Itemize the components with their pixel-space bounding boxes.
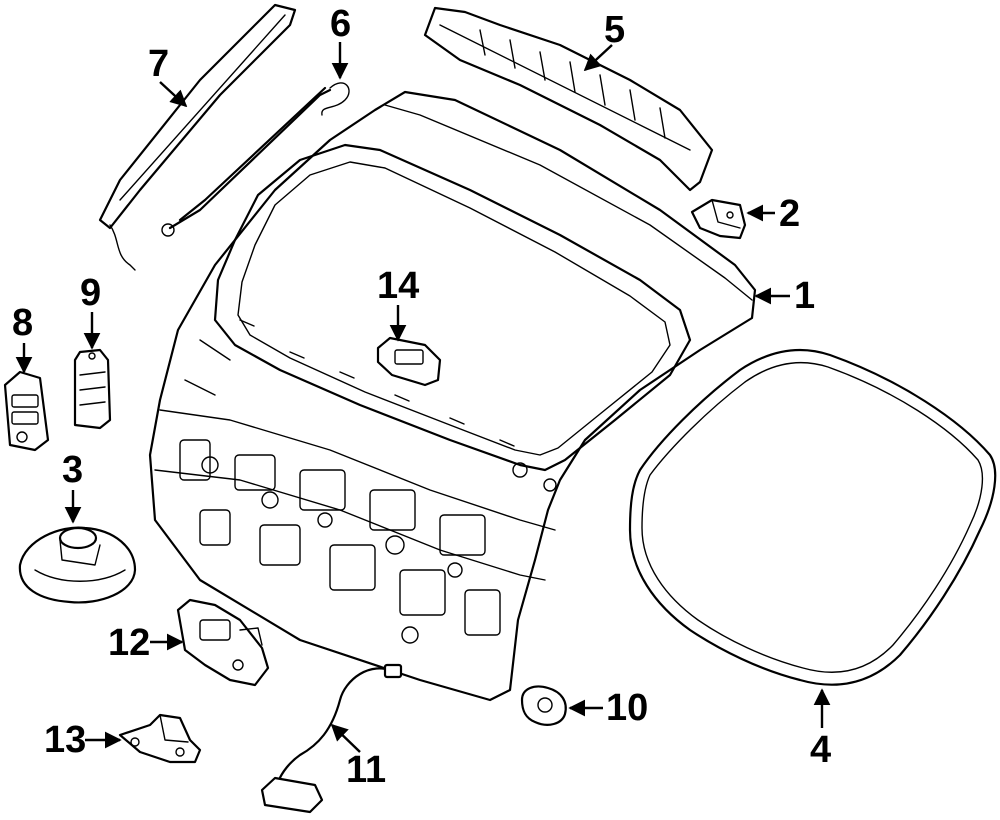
leader-lines xyxy=(15,42,831,753)
part-liftgate-latch xyxy=(176,598,270,687)
part-grommet xyxy=(18,526,137,604)
part-weatherstrip xyxy=(628,348,997,686)
callout-2: 2 xyxy=(779,193,800,235)
part-gas-strut xyxy=(161,82,350,237)
callout-12: 12 xyxy=(108,622,150,664)
callout-11: 11 xyxy=(346,749,386,791)
part-hinge-bracket xyxy=(690,198,747,240)
part-handle-switch xyxy=(376,336,442,387)
callout-8: 8 xyxy=(12,302,33,344)
callout-10: 10 xyxy=(606,687,648,729)
callout-4: 4 xyxy=(810,729,831,771)
part-striker-plate xyxy=(118,713,202,764)
callout-14: 14 xyxy=(377,265,419,307)
part-bumper-stop xyxy=(520,685,567,726)
callout-1: 1 xyxy=(794,275,815,317)
part-upper-trim-molding xyxy=(423,6,714,192)
callout-5: 5 xyxy=(604,9,625,51)
callout-9: 9 xyxy=(80,272,101,314)
part-high-mount-lamp xyxy=(98,3,297,271)
part-wiring-harness xyxy=(260,663,403,814)
part-liftgate-panel xyxy=(148,90,757,702)
part-switch-housing xyxy=(3,370,50,452)
part-trim-clip xyxy=(73,348,112,430)
callout-6: 6 xyxy=(330,3,351,45)
callout-7: 7 xyxy=(148,43,169,85)
callout-13: 13 xyxy=(44,719,86,761)
callout-3: 3 xyxy=(62,449,83,491)
callout-labels: 1 2 3 4 5 6 7 8 9 10 11 12 13 14 xyxy=(12,3,831,791)
